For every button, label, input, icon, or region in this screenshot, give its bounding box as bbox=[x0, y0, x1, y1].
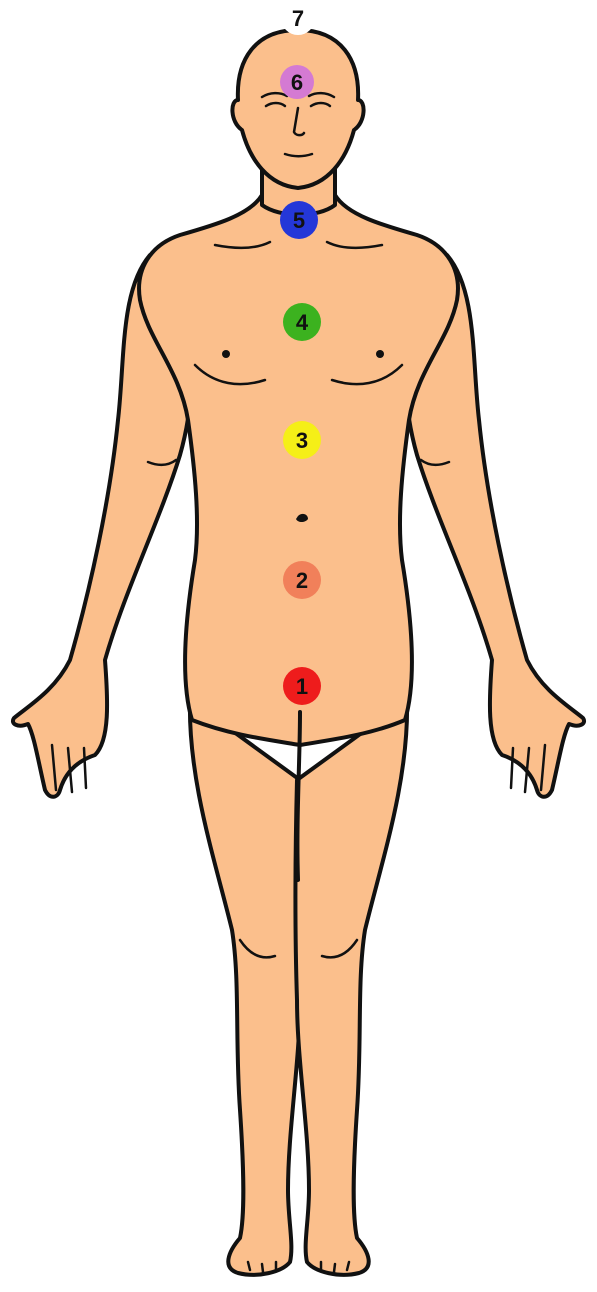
right-nipple bbox=[376, 350, 384, 358]
torso bbox=[139, 195, 458, 745]
chakra-7-label: 7 bbox=[292, 6, 304, 31]
chakra-4-label: 4 bbox=[296, 310, 309, 335]
chakra-1: 1 bbox=[283, 667, 321, 705]
chakra-4: 4 bbox=[283, 303, 321, 341]
chakra-6-label: 6 bbox=[291, 70, 303, 95]
chakra-6: 6 bbox=[280, 65, 314, 99]
chakra-7: 7 bbox=[281, 1, 315, 35]
left-leg bbox=[190, 700, 302, 1275]
left-nipple bbox=[222, 350, 230, 358]
chakra-3-label: 3 bbox=[296, 428, 308, 453]
chakra-1-label: 1 bbox=[296, 674, 308, 699]
chakra-5-label: 5 bbox=[293, 208, 305, 233]
chakra-5: 5 bbox=[280, 201, 318, 239]
chakra-2-label: 2 bbox=[296, 568, 308, 593]
chakra-3: 3 bbox=[283, 421, 321, 459]
right-leg bbox=[296, 700, 408, 1275]
chakra-2: 2 bbox=[283, 561, 321, 599]
